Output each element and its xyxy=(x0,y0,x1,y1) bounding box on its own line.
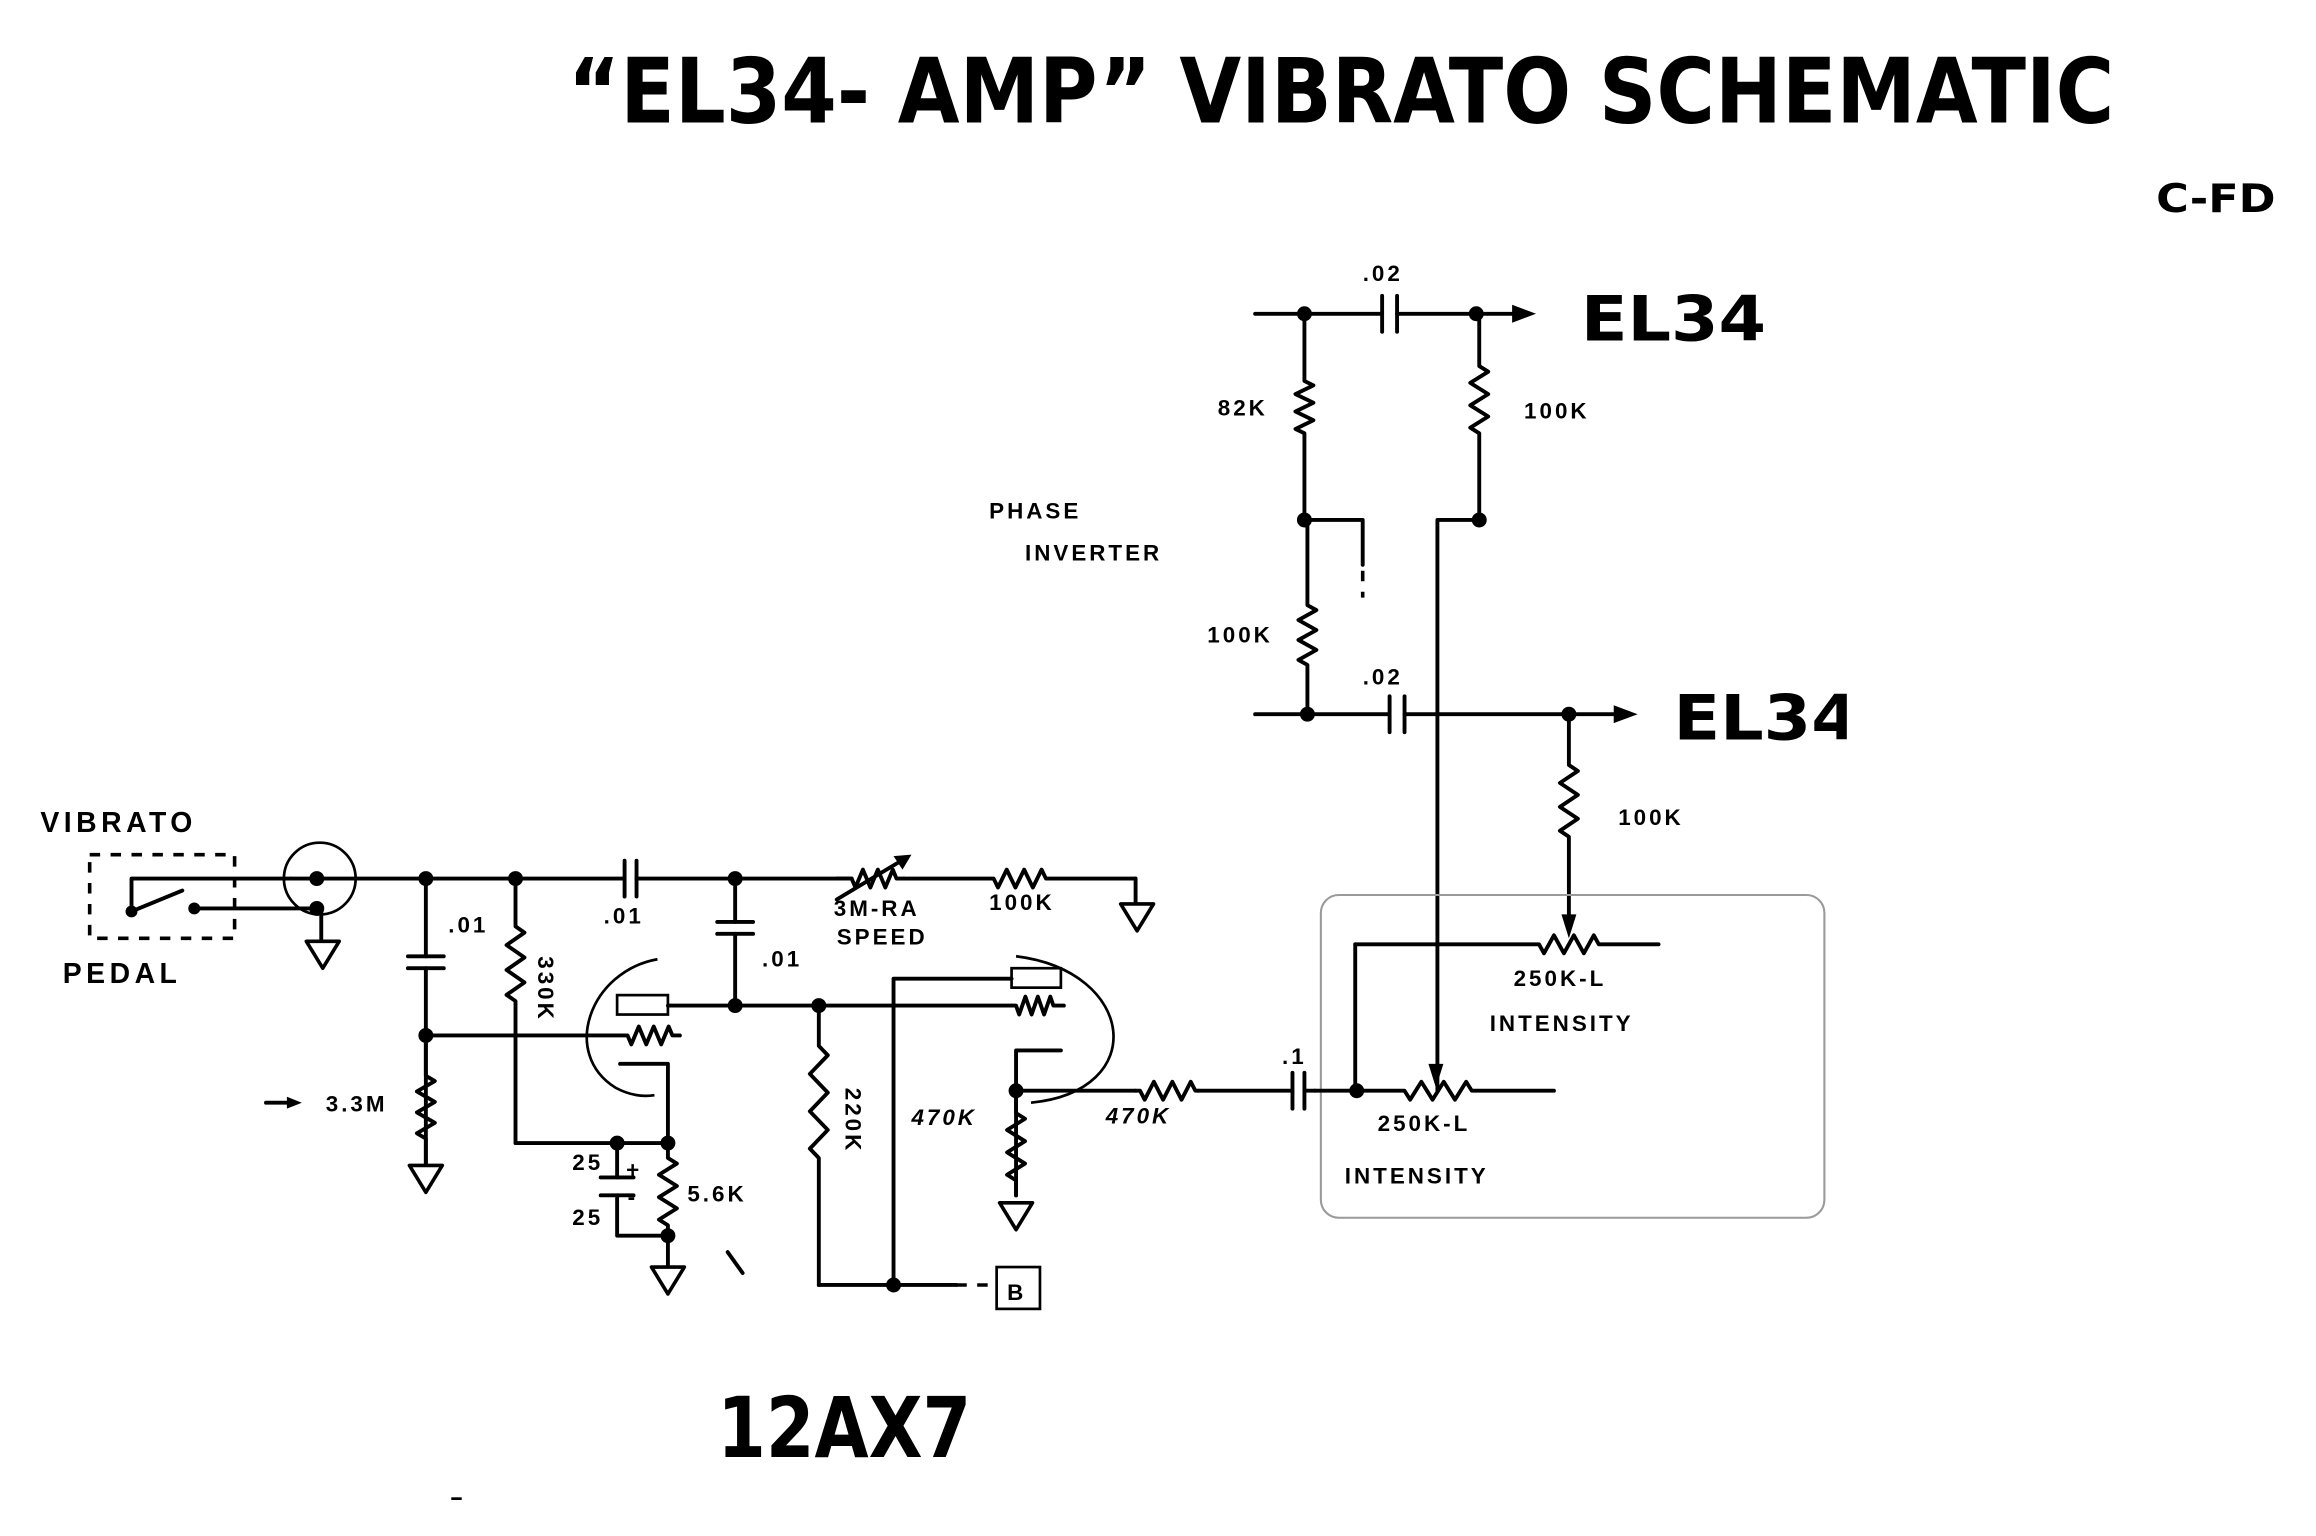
ground-icon xyxy=(304,939,341,971)
tube-section-2: 220K B 470K xyxy=(727,954,1115,1311)
intensity-box xyxy=(1319,893,1826,1219)
ground-icon xyxy=(997,1201,1035,1232)
r-470k-series-label: 470K xyxy=(1105,1104,1172,1129)
resistor-symbol xyxy=(902,867,1138,890)
resistor-symbol xyxy=(1005,1088,1027,1198)
output-bottom-label: EL34 xyxy=(1673,682,1858,755)
oscillator-network: .01 .01 330K .01 3M-RA SPEED 100K 3.3M xyxy=(264,854,1156,1195)
speed-label: SPEED xyxy=(837,924,928,949)
r-speed-label: 3M-RA xyxy=(834,896,920,921)
tube-type-label: 12AX7 xyxy=(717,1379,971,1477)
supply-node-label: B xyxy=(1007,1280,1026,1305)
r-330k-label: 330K xyxy=(533,956,558,1022)
resistor-symbol xyxy=(1353,933,1661,956)
arrow-icon xyxy=(286,1096,302,1109)
ground-icon xyxy=(1118,902,1156,933)
resistor-symbol xyxy=(504,876,527,1145)
resistor-symbol xyxy=(1293,311,1316,522)
pot-lower-name: INTENSITY xyxy=(1345,1163,1489,1188)
tube-section-1: 25 25 + - 5.6K xyxy=(423,957,1014,1296)
bottom-output-network: 100K .02 EL34 100K xyxy=(1207,518,1858,939)
supply-node-box xyxy=(995,1265,1042,1311)
r-82k-label: 82K xyxy=(1218,395,1268,420)
ground-icon xyxy=(407,1163,445,1195)
cap-01-coupling-label: .01 xyxy=(604,903,644,928)
resistor-symbol xyxy=(1133,1079,1201,1102)
resistor-symbol xyxy=(1296,518,1319,717)
cap-25-a-label: 25 xyxy=(572,1150,603,1175)
cap-plus-label: + xyxy=(626,1157,642,1182)
resistor-symbol xyxy=(423,1024,682,1047)
resistor-symbol xyxy=(1009,994,1066,1017)
r-100k-plate-label: 100K xyxy=(1524,398,1590,423)
r-3-3m-label: 3.3M xyxy=(326,1092,388,1117)
r-220k-label: 220K xyxy=(841,1088,866,1154)
pot-upper-name: INTENSITY xyxy=(1490,1011,1634,1036)
resistor-symbol xyxy=(1312,1079,1556,1102)
r-100k-feed-label: 100K xyxy=(1618,805,1684,830)
resistor-symbol xyxy=(1468,311,1491,522)
top-output-network: .02 EL34 82K 100K xyxy=(1218,261,1766,1093)
cap-minus-label: - xyxy=(628,1184,638,1209)
r-100k-speed-label: 100K xyxy=(989,890,1055,915)
resistor-symbol xyxy=(657,1141,679,1269)
resistor-symbol xyxy=(414,1033,437,1168)
cap-25-b-label: 25 xyxy=(572,1205,603,1230)
ground-icon xyxy=(649,1265,687,1296)
cap-01-shunt-label: .01 xyxy=(448,912,488,937)
resistor-symbol xyxy=(807,1003,830,1287)
vibrato-pedal: VIBRATO PEDAL xyxy=(40,807,357,990)
arrow-icon xyxy=(1613,705,1638,724)
drawing-code: C-FD xyxy=(2156,177,2276,222)
r-5-6k-label: 5.6K xyxy=(687,1181,746,1206)
pedal-label-top: VIBRATO xyxy=(40,807,196,839)
cap-bottom-label: .02 xyxy=(1363,664,1403,689)
pot-upper-value: 250K-L xyxy=(1514,966,1607,991)
phase-inverter-label-2: INVERTER xyxy=(1025,540,1162,565)
cap-01-feedback-label: .01 xyxy=(762,947,802,972)
variable-arrow-icon xyxy=(893,854,912,870)
pedal-label-bottom: PEDAL xyxy=(63,958,182,990)
intensity-pots: 250K-L INTENSITY .1 470K 250K-L INTENSIT… xyxy=(1014,933,1661,1188)
cap-top-label: .02 xyxy=(1363,261,1403,286)
r-470k-cathode-label: 470K xyxy=(910,1105,977,1130)
resistor-symbol xyxy=(1557,712,1580,926)
r-100k-pi-label: 100K xyxy=(1207,622,1273,647)
phase-inverter-label-1: PHASE xyxy=(989,498,1081,523)
schematic-title: “EL34- AMP” VIBRATO SCHEMATIC xyxy=(568,41,2114,145)
pot-lower-value: 250K-L xyxy=(1378,1111,1471,1136)
arrow-icon xyxy=(1512,304,1537,323)
cap-1-label: .1 xyxy=(1282,1044,1307,1069)
output-top-label: EL34 xyxy=(1581,283,1766,356)
